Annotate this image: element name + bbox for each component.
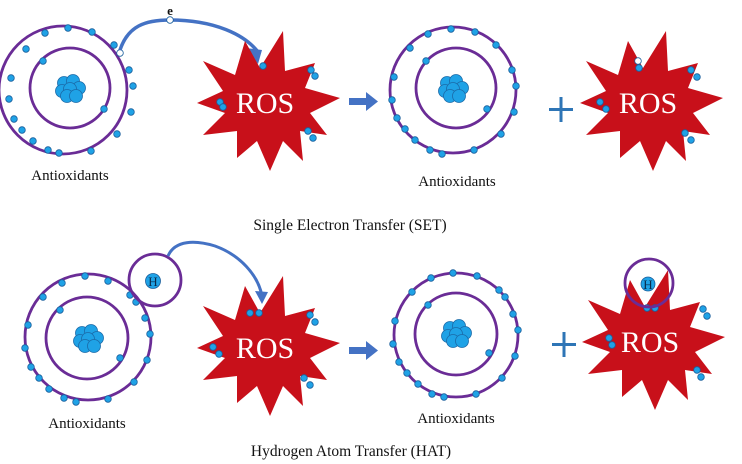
ros-label: ROS [236,332,294,365]
outer-orbit [0,24,129,156]
gained-electron [634,57,642,65]
ros-label: ROS [621,326,679,359]
reaction-arrow [349,92,378,111]
nucleus-icon [55,74,86,103]
hat-hydrogen-atom: H [127,252,183,308]
set-product-antioxidant-atom [388,25,520,158]
set-reactant-ros: ROS [197,31,340,171]
ros-label: ROS [619,87,677,120]
hat-product-hydrogen-atom: H [623,257,675,309]
plus-sign [552,332,576,357]
hat-product-antioxidant-atom [389,269,522,401]
electron-label: e [167,3,173,18]
leaving-electron [116,49,124,57]
hat-reactant-label: Antioxidants [48,416,126,432]
electrons [5,24,137,157]
hat-product-ros: ROS [582,270,725,410]
reaction-arrow [349,341,378,360]
hydrogen-label: H [643,277,652,292]
plus-sign [549,97,573,122]
inner-orbit [28,46,112,130]
set-reactant-antioxidant-atom [0,24,137,157]
set-caption: Single Electron Transfer (SET) [253,217,446,234]
set-product-ros: ROS [580,31,723,171]
nucleus-icon [441,319,472,348]
hat-reactant-antioxidant-atom [21,272,154,406]
nucleus-icon [438,74,469,103]
hat-reactant-ros: ROS [197,276,340,416]
electron-transfer-arrow: e [118,3,262,64]
set-product-label: Antioxidants [418,174,496,190]
hydrogen-transfer-arrow [166,240,268,304]
hat-product-label: Antioxidants [417,411,495,427]
ros-label: ROS [236,87,294,120]
transferred-electron [166,16,174,24]
nucleus-icon [73,324,104,353]
hat-caption: Hydrogen Atom Transfer (HAT) [251,443,451,460]
set-reactant-label: Antioxidants [31,168,109,184]
hydrogen-label: H [148,274,157,289]
